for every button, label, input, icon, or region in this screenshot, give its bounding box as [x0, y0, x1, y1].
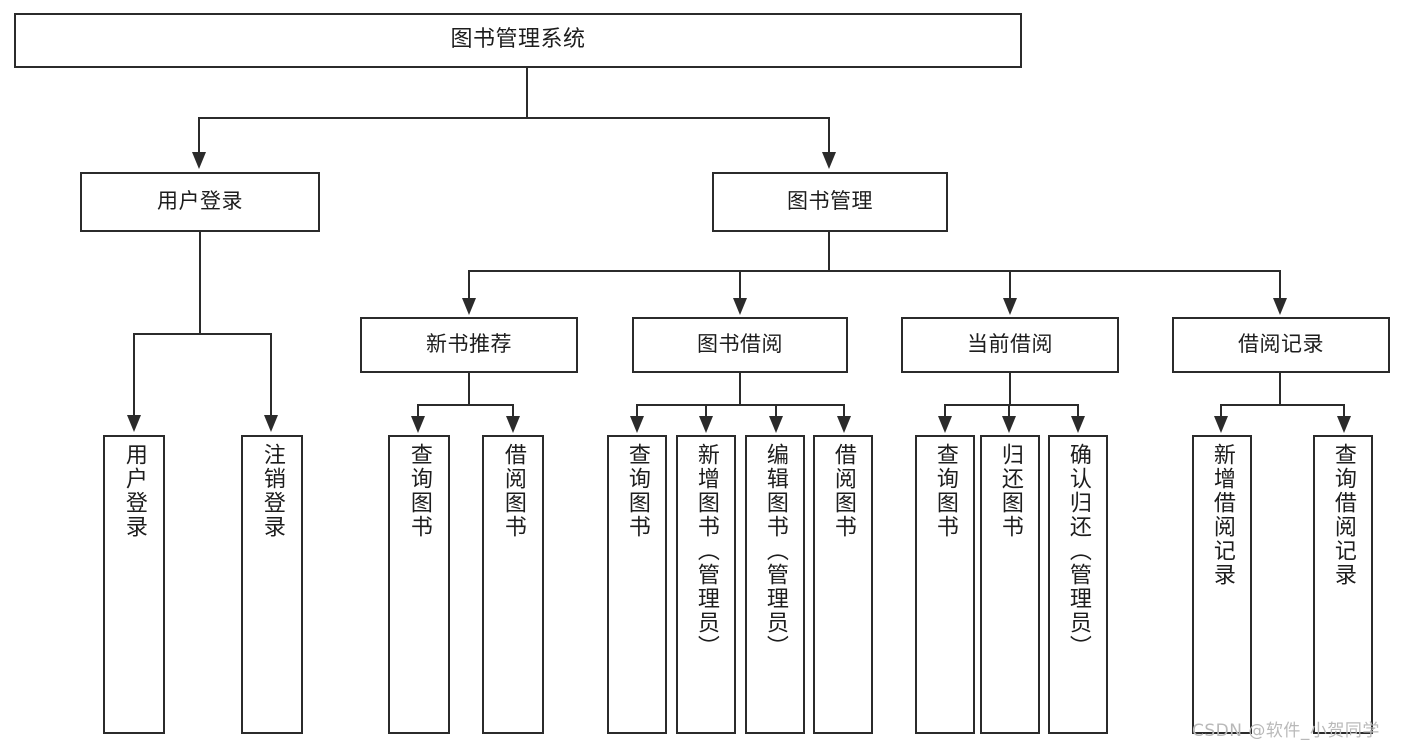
- connector-bm-to-current-borrow: [1009, 270, 1011, 300]
- connector-root-bar: [198, 117, 830, 119]
- leaf-label: 查询图书: [406, 443, 432, 539]
- node-label: 图书借阅: [697, 332, 783, 357]
- connector-bm-to-new-book: [468, 270, 470, 300]
- connector-root-to-book-management: [828, 117, 830, 154]
- leaf-node-edit-book[interactable]: 编辑图书（管理员）: [745, 435, 805, 734]
- leaf-node-query-book-1[interactable]: 查询图书: [388, 435, 450, 734]
- leaf-label: 用户登录: [121, 443, 147, 539]
- leaf-node-user-login[interactable]: 用户登录: [103, 435, 165, 734]
- leaf-node-query-record[interactable]: 查询借阅记录: [1313, 435, 1373, 734]
- leaf-label: 借阅图书: [830, 443, 856, 539]
- arrowhead-bm-to-new-book: [462, 298, 476, 315]
- arrowhead-user-login-to-leaf-1: [127, 415, 141, 432]
- node-book-management[interactable]: 图书管理: [712, 172, 948, 232]
- leaf-label: 查询借阅记录: [1330, 443, 1356, 587]
- connector-current-borrow-stem: [1009, 373, 1011, 405]
- arrowhead-bb-to-leaf-3: [769, 416, 783, 433]
- connector-user-login-to-leaf-2: [270, 333, 272, 417]
- arrowhead-bm-to-book-borrow: [733, 298, 747, 315]
- leaf-label: 新增借阅记录: [1209, 443, 1235, 587]
- node-user-login[interactable]: 用户登录: [80, 172, 320, 232]
- arrowhead-cb-to-leaf-3: [1071, 416, 1085, 433]
- arrowhead-root-to-user-login: [192, 152, 206, 169]
- node-root-book-management-system[interactable]: 图书管理系统: [14, 13, 1022, 68]
- leaf-node-borrow-book-1[interactable]: 借阅图书: [482, 435, 544, 734]
- node-label: 借阅记录: [1238, 332, 1324, 357]
- connector-new-book-stem: [468, 373, 470, 405]
- leaf-node-add-book[interactable]: 新增图书（管理员）: [676, 435, 736, 734]
- arrowhead-cb-to-leaf-1: [938, 416, 952, 433]
- arrowhead-newbook-to-leaf-2: [506, 416, 520, 433]
- node-label: 图书管理系统: [450, 27, 586, 53]
- leaf-node-query-book-2[interactable]: 查询图书: [607, 435, 667, 734]
- leaf-node-query-book-3[interactable]: 查询图书: [915, 435, 975, 734]
- node-current-borrow[interactable]: 当前借阅: [901, 317, 1119, 373]
- connector-cb-to-leaf-2: [1008, 404, 1010, 418]
- connector-bb-to-leaf-1: [636, 404, 638, 418]
- leaf-label: 查询图书: [932, 443, 958, 539]
- arrowhead-cb-to-leaf-2: [1002, 416, 1016, 433]
- connector-user-login-to-leaf-1: [133, 333, 135, 417]
- connector-bb-to-leaf-4: [843, 404, 845, 418]
- connector-root-stem: [526, 68, 528, 117]
- leaf-label: 确认归还（管理员）: [1065, 443, 1091, 659]
- connector-book-management-stem: [828, 232, 830, 271]
- leaf-node-confirm-return[interactable]: 确认归还（管理员）: [1048, 435, 1108, 734]
- connector-newbook-to-leaf-1: [417, 404, 419, 418]
- node-label: 当前借阅: [967, 332, 1053, 357]
- leaf-node-add-record[interactable]: 新增借阅记录: [1192, 435, 1252, 734]
- node-label: 用户登录: [157, 189, 243, 214]
- connector-borrow-record-bar: [1221, 404, 1345, 406]
- leaf-label: 归还图书: [997, 443, 1023, 539]
- arrowhead-bm-to-borrow-record: [1273, 298, 1287, 315]
- connector-br-to-leaf-2: [1343, 404, 1345, 418]
- connector-cb-to-leaf-1: [944, 404, 946, 418]
- arrowhead-user-login-to-leaf-2: [264, 415, 278, 432]
- leaf-label: 新增图书（管理员）: [693, 443, 719, 659]
- arrowhead-bb-to-leaf-4: [837, 416, 851, 433]
- leaf-label: 借阅图书: [500, 443, 526, 539]
- arrowhead-bb-to-leaf-2: [699, 416, 713, 433]
- connector-user-login-bar: [134, 333, 272, 335]
- leaf-label: 注销登录: [259, 443, 285, 539]
- connector-cb-to-leaf-3: [1077, 404, 1079, 418]
- leaf-label: 编辑图书（管理员）: [762, 443, 788, 659]
- connector-root-to-user-login: [198, 117, 200, 154]
- node-new-book-recommend[interactable]: 新书推荐: [360, 317, 578, 373]
- leaf-label: 查询图书: [624, 443, 650, 539]
- connector-book-borrow-bar: [637, 404, 845, 406]
- connector-new-book-bar: [418, 404, 514, 406]
- connector-user-login-stem: [199, 232, 201, 334]
- connector-borrow-record-stem: [1279, 373, 1281, 405]
- arrowhead-br-to-leaf-2: [1337, 416, 1351, 433]
- connector-current-borrow-bar: [945, 404, 1079, 406]
- connector-book-management-bar: [469, 270, 1281, 272]
- arrowhead-root-to-book-management: [822, 152, 836, 169]
- node-label: 图书管理: [787, 189, 873, 214]
- connector-book-borrow-stem: [739, 373, 741, 405]
- arrowhead-bm-to-current-borrow: [1003, 298, 1017, 315]
- node-label: 新书推荐: [426, 332, 512, 357]
- node-borrow-record[interactable]: 借阅记录: [1172, 317, 1390, 373]
- leaf-node-borrow-book-2[interactable]: 借阅图书: [813, 435, 873, 734]
- connector-bb-to-leaf-3: [775, 404, 777, 418]
- csdn-watermark: CSDN @软件_小贺同学: [1192, 721, 1380, 741]
- node-book-borrow[interactable]: 图书借阅: [632, 317, 848, 373]
- connector-bm-to-borrow-record: [1279, 270, 1281, 300]
- arrowhead-bb-to-leaf-1: [630, 416, 644, 433]
- leaf-node-return-book[interactable]: 归还图书: [980, 435, 1040, 734]
- connector-bm-to-book-borrow: [739, 270, 741, 300]
- arrowhead-newbook-to-leaf-1: [411, 416, 425, 433]
- leaf-node-logout[interactable]: 注销登录: [241, 435, 303, 734]
- connector-bb-to-leaf-2: [705, 404, 707, 418]
- connector-newbook-to-leaf-2: [512, 404, 514, 418]
- connector-br-to-leaf-1: [1220, 404, 1222, 418]
- arrowhead-br-to-leaf-1: [1214, 416, 1228, 433]
